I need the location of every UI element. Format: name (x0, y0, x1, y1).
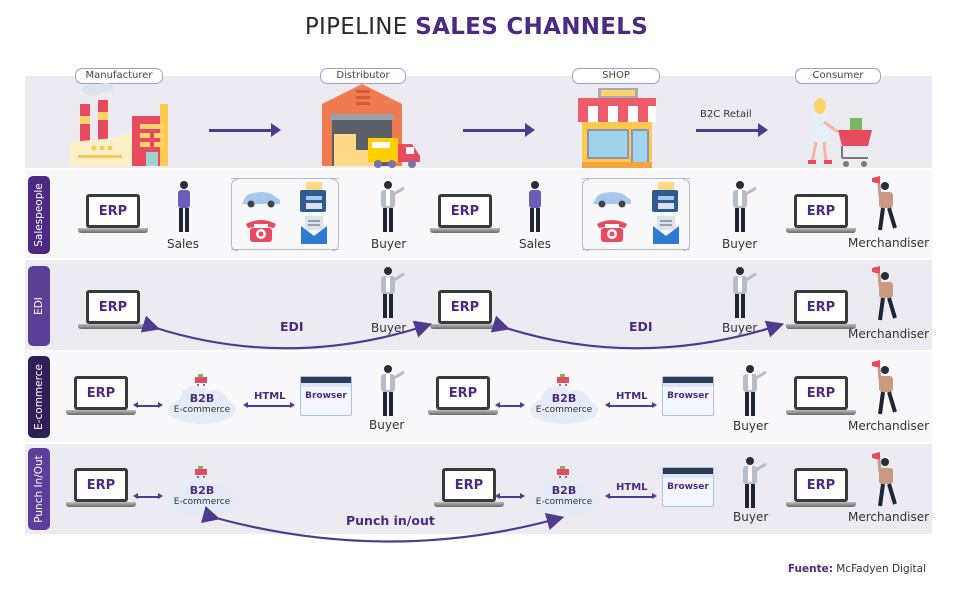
buyer-label: Buyer (369, 418, 405, 432)
warehouse-icon (322, 84, 420, 168)
buyer-person-icon (728, 266, 758, 320)
stage-manufacturer: Manufacturer (75, 68, 163, 84)
email-icon (653, 216, 679, 244)
buyer-person-icon (376, 266, 406, 320)
erp-laptop: ERP (786, 376, 856, 418)
html-arrow (243, 402, 295, 408)
buyer-label: Buyer (733, 510, 769, 524)
html-arrow (605, 493, 657, 499)
erp-laptop: ERP (428, 376, 498, 418)
sales-label: Sales (167, 237, 199, 251)
b2b-ecommerce-cloud: B2B E-commerce (164, 382, 240, 426)
b2b-ecommerce-cloud: B2B E-commerce (526, 474, 602, 518)
shop-icon (578, 88, 656, 168)
car-icon (242, 192, 280, 208)
fax-icon (652, 182, 678, 212)
erp-laptop: ERP (786, 468, 856, 510)
erp-laptop: ERP (66, 468, 136, 510)
merchandiser-label: Merchandiser (848, 510, 930, 524)
source-credit: Fuente: McFadyen Digital (787, 563, 926, 575)
erp-laptop: ERP (78, 290, 148, 332)
page-title: PIPELINE SALES CHANNELS (304, 14, 649, 40)
shopper-icon (808, 98, 872, 167)
merchandiser-person-icon (870, 452, 900, 508)
erp-laptop: ERP (786, 290, 856, 332)
edi-link-label: EDI (280, 319, 304, 334)
flow-arrow-1 (209, 123, 281, 137)
flow-arrow-3 (696, 123, 768, 137)
email-icon (301, 216, 327, 244)
buyer-label: Buyer (733, 419, 769, 433)
sync-arrow (495, 493, 525, 499)
erp-laptop: ERP (430, 194, 500, 236)
browser-window: Browser (662, 376, 714, 416)
flow-arrow-2 (463, 123, 535, 137)
shopping-cart-icon (195, 466, 207, 478)
erp-laptop: ERP (786, 194, 856, 236)
browser-window: Browser (300, 376, 352, 416)
b2b-ecommerce-cloud: B2B E-commerce (164, 474, 240, 518)
buyer-person-icon (376, 364, 406, 418)
fax-icon (300, 182, 326, 212)
html-arrow (605, 402, 657, 408)
b2b-ecommerce-cloud: B2B E-commerce (526, 382, 602, 426)
buyer-person-icon (728, 180, 758, 234)
shopping-cart-icon (557, 466, 569, 478)
sales-person-icon (523, 180, 547, 234)
erp-laptop: ERP (78, 194, 148, 236)
stage-distributor: Distributor (320, 68, 406, 84)
merchandiser-person-icon (870, 360, 900, 416)
sales-label: Sales (519, 237, 551, 251)
factory-icon (70, 83, 168, 166)
merchandiser-person-icon (870, 266, 900, 322)
merchandiser-label: Merchandiser (848, 236, 930, 250)
phone-icon (597, 220, 627, 242)
shopping-cart-icon (557, 374, 569, 386)
sync-arrow (133, 402, 163, 408)
html-label: HTML (254, 391, 286, 402)
buyer-person-icon (376, 180, 406, 234)
browser-window: Browser (662, 467, 714, 507)
channel-tab-edi[interactable]: EDI (28, 266, 50, 346)
buyer-person-icon (738, 456, 768, 510)
erp-laptop: ERP (430, 290, 500, 332)
erp-laptop: ERP (434, 468, 504, 510)
buyer-label: Buyer (722, 321, 758, 335)
sync-arrow (133, 493, 163, 499)
edi-link-label: EDI (629, 319, 653, 334)
shopping-cart-icon (195, 374, 207, 386)
html-label: HTML (616, 482, 648, 493)
channel-tab-salespeople[interactable]: Salespeople (28, 176, 50, 254)
buyer-label: Buyer (722, 237, 758, 251)
stage-shop: SHOP (572, 68, 660, 84)
buyer-label: Buyer (371, 321, 407, 335)
sync-arrow (495, 402, 525, 408)
sales-person-icon (172, 180, 196, 234)
car-icon (593, 192, 631, 208)
supply-chain-band (25, 76, 932, 168)
merchandiser-label: Merchandiser (848, 419, 930, 433)
channel-tab-punchout[interactable]: Punch In/Out (28, 448, 50, 530)
phone-icon (246, 220, 276, 242)
html-label: HTML (616, 391, 648, 402)
b2c-retail-label: B2C Retail (700, 109, 752, 120)
buyer-label: Buyer (371, 237, 407, 251)
punchout-link-label: Punch in/out (346, 513, 435, 528)
merchandiser-label: Merchandiser (848, 327, 930, 341)
erp-laptop: ERP (66, 376, 136, 418)
channel-tab-ecommerce[interactable]: E-commerce (28, 356, 50, 438)
stage-consumer: Consumer (795, 68, 881, 84)
buyer-person-icon (738, 364, 768, 418)
merchandiser-person-icon (870, 176, 900, 232)
